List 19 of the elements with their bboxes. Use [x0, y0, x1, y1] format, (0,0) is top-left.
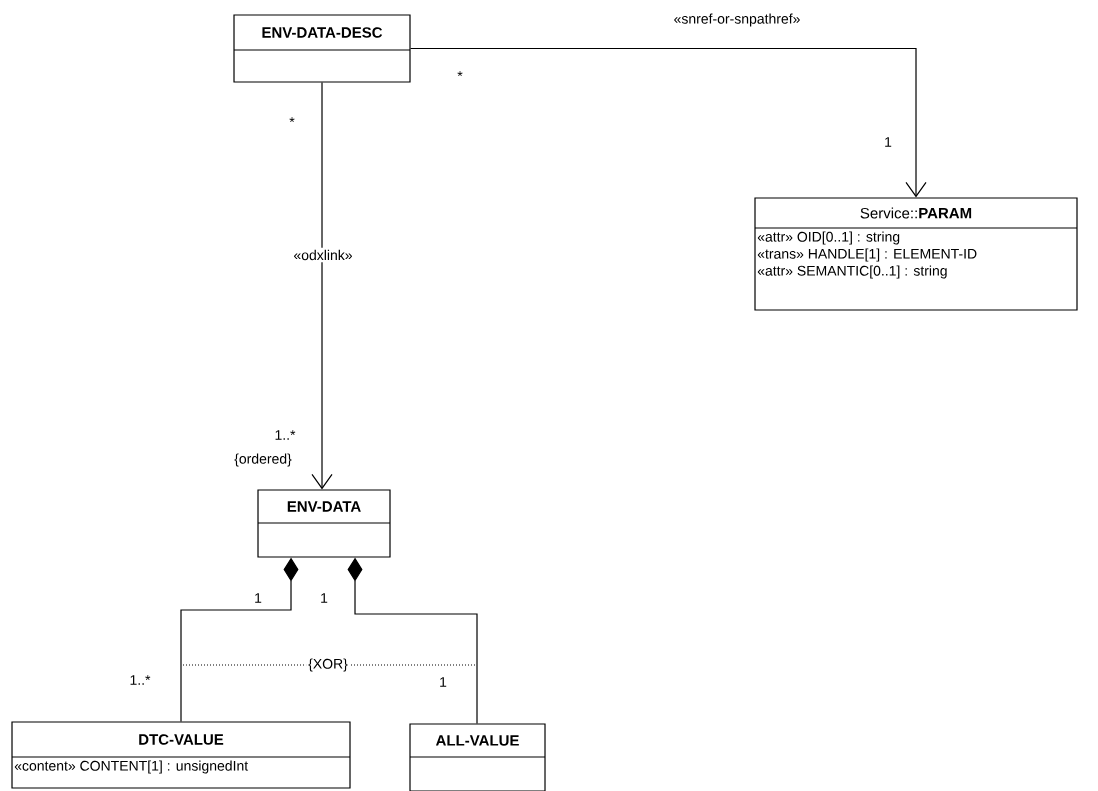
class-box: ALL-VALUE: [409, 723, 546, 791]
class-box: ENV-DATA-DESC: [233, 14, 411, 83]
class-box: Service::PARAM «attr» OID[0..1] : string «trans» HANDLE[1] : ELEMENT-ID «attr» SEMANTIC[0..1] : string: [754, 197, 1078, 311]
association-line: [410, 47, 927, 198]
multiplicity: 1..*: [275, 430, 296, 440]
class-box: ENV-DATA: [257, 489, 391, 558]
multiplicity: 1..*: [130, 675, 151, 685]
association-line: [311, 82, 333, 490]
constraint-label: {XOR}: [306, 656, 350, 674]
class-box: DTC-VALUE «content» CONTENT[1] : unsignedInt: [11, 721, 351, 789]
multiplicity: 1: [255, 593, 262, 603]
edge-label: «snref-or-snpathref»: [671, 11, 803, 29]
multiplicity: 1: [885, 137, 892, 147]
multiplicity: *: [289, 117, 295, 123]
constraint-label: {ordered}: [234, 453, 292, 467]
edge-label: «odxlink»: [291, 247, 355, 263]
multiplicity: *: [457, 71, 463, 77]
multiplicity: 1: [440, 677, 447, 687]
multiplicity: 1: [321, 593, 328, 603]
